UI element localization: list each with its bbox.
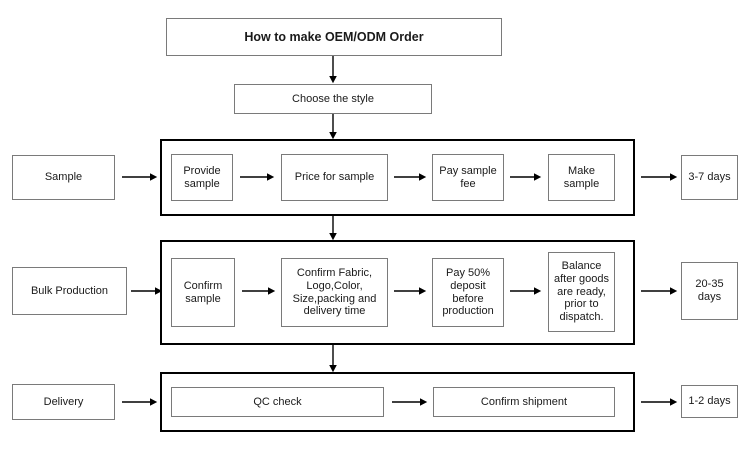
step-pay-sample-fee: Pay sample fee xyxy=(432,154,504,201)
arrow-right-icon-delivery-to-group xyxy=(122,398,158,406)
stage-label-delivery: Delivery xyxy=(12,384,115,420)
arrow-right-icon-bulk-to-group xyxy=(131,287,163,295)
arrow-right-icon-provide-to-price xyxy=(240,173,275,181)
step-price-for-sample: Price for sample xyxy=(281,154,388,201)
step-qc-check: QC check xyxy=(171,387,384,417)
stage-label-sample: Sample xyxy=(12,155,115,200)
step-make-sample: Make sample xyxy=(548,154,615,201)
arrow-right-icon-price-to-fee xyxy=(394,173,427,181)
step-balance-after-goods: Balance after goods are ready, prior to … xyxy=(548,252,615,332)
stage-label-bulk-production: Bulk Production xyxy=(12,267,127,315)
arrow-down-icon-title-to-style xyxy=(329,56,337,84)
duration-bulk-production: 20-35 days xyxy=(681,262,738,320)
arrow-right-icon-fee-to-make xyxy=(510,173,542,181)
title-box: How to make OEM/ODM Order xyxy=(166,18,502,56)
step-confirm-fabric-details: Confirm Fabric, Logo,Color, Size,packing… xyxy=(281,258,388,327)
duration-delivery: 1-2 days xyxy=(681,385,738,418)
arrow-right-icon-qc-to-shipment xyxy=(392,398,428,406)
step-confirm-shipment: Confirm shipment xyxy=(433,387,615,417)
arrow-right-icon-confirm-to-fabric xyxy=(242,287,276,295)
arrow-down-icon-bulk-to-delivery xyxy=(329,345,337,373)
arrow-down-icon-style-to-sample xyxy=(329,114,337,140)
arrow-right-icon-deposit-to-balance xyxy=(510,287,542,295)
step-provide-sample: Provide sample xyxy=(171,154,233,201)
choose-style-box: Choose the style xyxy=(234,84,432,114)
arrow-right-icon-fabric-to-deposit xyxy=(394,287,427,295)
arrow-down-icon-sample-to-bulk xyxy=(329,216,337,241)
duration-sample: 3-7 days xyxy=(681,155,738,200)
arrow-right-icon-sample-to-group xyxy=(122,173,158,181)
arrow-right-icon-sample-group-to-duration xyxy=(641,173,678,181)
arrow-right-icon-bulk-group-to-duration xyxy=(641,287,678,295)
arrow-right-icon-delivery-group-to-duration xyxy=(641,398,678,406)
step-confirm-sample: Confirm sample xyxy=(171,258,235,327)
step-pay-deposit: Pay 50% deposit before production xyxy=(432,258,504,327)
